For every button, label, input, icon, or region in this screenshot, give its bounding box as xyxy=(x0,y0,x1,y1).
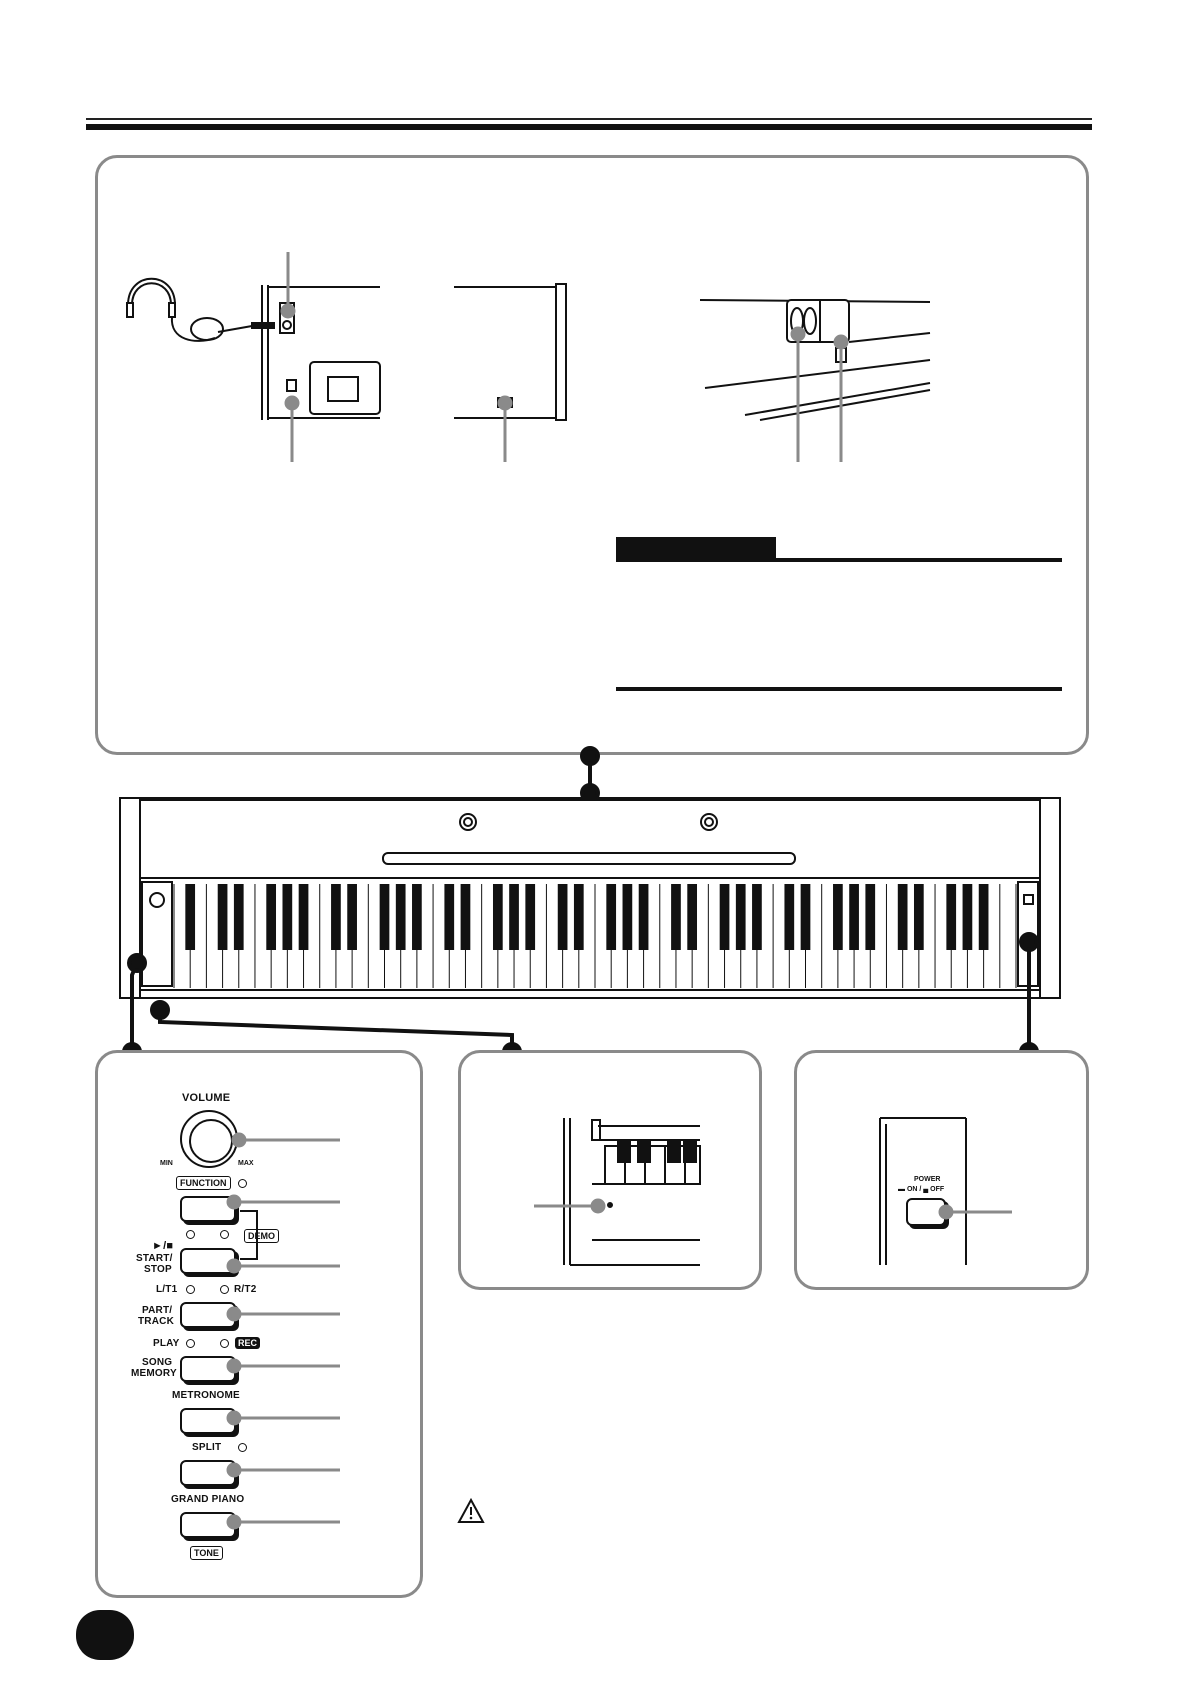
function-button[interactable] xyxy=(180,1196,236,1222)
black-key xyxy=(671,884,681,950)
black-key xyxy=(978,884,989,950)
black-key xyxy=(379,884,390,950)
note-top-rule xyxy=(616,558,1062,562)
black-key xyxy=(606,884,617,950)
part-track-button[interactable] xyxy=(180,1302,236,1328)
header-rule-thick xyxy=(86,124,1092,130)
black-key xyxy=(185,884,196,950)
play-stop-symbol: ►/■ xyxy=(152,1240,174,1252)
black-key xyxy=(509,884,519,950)
piano-keys xyxy=(173,884,1017,988)
play-led xyxy=(186,1339,195,1348)
black-key xyxy=(946,884,957,950)
note-bottom-rule xyxy=(616,687,1062,691)
black-key xyxy=(525,884,536,950)
play-label: PLAY xyxy=(153,1338,180,1349)
black-key xyxy=(865,884,876,950)
black-key xyxy=(444,884,455,950)
black-key xyxy=(638,884,649,950)
function-led xyxy=(238,1179,247,1188)
metronome-button[interactable] xyxy=(180,1408,236,1434)
note-title-bar xyxy=(616,537,776,561)
black-key xyxy=(460,884,471,950)
black-key xyxy=(833,884,843,950)
black-key xyxy=(395,884,406,950)
black-key xyxy=(331,884,341,950)
grand-piano-button[interactable] xyxy=(180,1512,236,1538)
volume-max-label: MAX xyxy=(238,1160,254,1167)
demo-led-left xyxy=(186,1230,195,1239)
demo-bracket xyxy=(240,1210,258,1260)
black-key xyxy=(622,884,633,950)
song-memory-label-2: MEMORY xyxy=(131,1368,177,1379)
black-key xyxy=(492,884,503,950)
page-number-badge xyxy=(76,1610,134,1660)
black-key xyxy=(298,884,309,950)
part-track-label-1: PART/ xyxy=(142,1305,173,1316)
power-panel-box xyxy=(794,1050,1089,1290)
black-key xyxy=(347,884,357,950)
black-key xyxy=(557,884,568,950)
r-t2-led xyxy=(220,1285,229,1294)
black-key xyxy=(282,884,293,950)
part-track-label-2: TRACK xyxy=(138,1316,174,1327)
split-label: SPLIT xyxy=(192,1442,222,1453)
black-key xyxy=(752,884,762,950)
volume-label: VOLUME xyxy=(182,1092,231,1104)
top-callout-lines xyxy=(280,252,849,462)
volume-min-label: MIN xyxy=(160,1160,173,1167)
black-key xyxy=(897,884,908,950)
black-key xyxy=(266,884,277,950)
header-rule-thin xyxy=(86,118,1092,120)
grand-piano-label: GRAND PIANO xyxy=(171,1494,245,1505)
function-label: FUNCTION xyxy=(176,1176,231,1190)
split-led xyxy=(238,1443,247,1452)
black-key xyxy=(735,884,746,950)
start-stop-label-1: START/ xyxy=(136,1253,173,1264)
split-button[interactable] xyxy=(180,1460,236,1486)
black-key xyxy=(217,884,228,950)
r-t2-label: R/T2 xyxy=(234,1284,257,1295)
black-key xyxy=(687,884,698,950)
black-key xyxy=(962,884,973,950)
song-memory-button[interactable] xyxy=(180,1356,236,1382)
metronome-label: METRONOME xyxy=(172,1390,240,1401)
black-key xyxy=(573,884,584,950)
tone-label: TONE xyxy=(190,1546,223,1560)
black-key xyxy=(412,884,422,950)
l-t1-label: L/T1 xyxy=(156,1284,178,1295)
song-memory-label-1: SONG xyxy=(142,1357,173,1368)
black-key xyxy=(913,884,924,950)
rec-label: REC xyxy=(235,1337,261,1349)
black-key xyxy=(800,884,811,950)
start-stop-button[interactable] xyxy=(180,1248,236,1274)
start-stop-label-2: STOP xyxy=(144,1264,172,1275)
black-key xyxy=(849,884,859,950)
power-on-off-label: ▬ ON / ▄ OFF xyxy=(898,1186,945,1193)
l-t1-led xyxy=(186,1285,195,1294)
black-key xyxy=(719,884,730,950)
black-key xyxy=(233,884,244,950)
demo-label: DEMO xyxy=(244,1229,279,1243)
rec-led xyxy=(220,1339,229,1348)
black-key xyxy=(784,884,795,950)
left-panel-connector xyxy=(122,953,147,1062)
power-label: POWER xyxy=(914,1176,941,1183)
demo-led-right xyxy=(220,1230,229,1239)
